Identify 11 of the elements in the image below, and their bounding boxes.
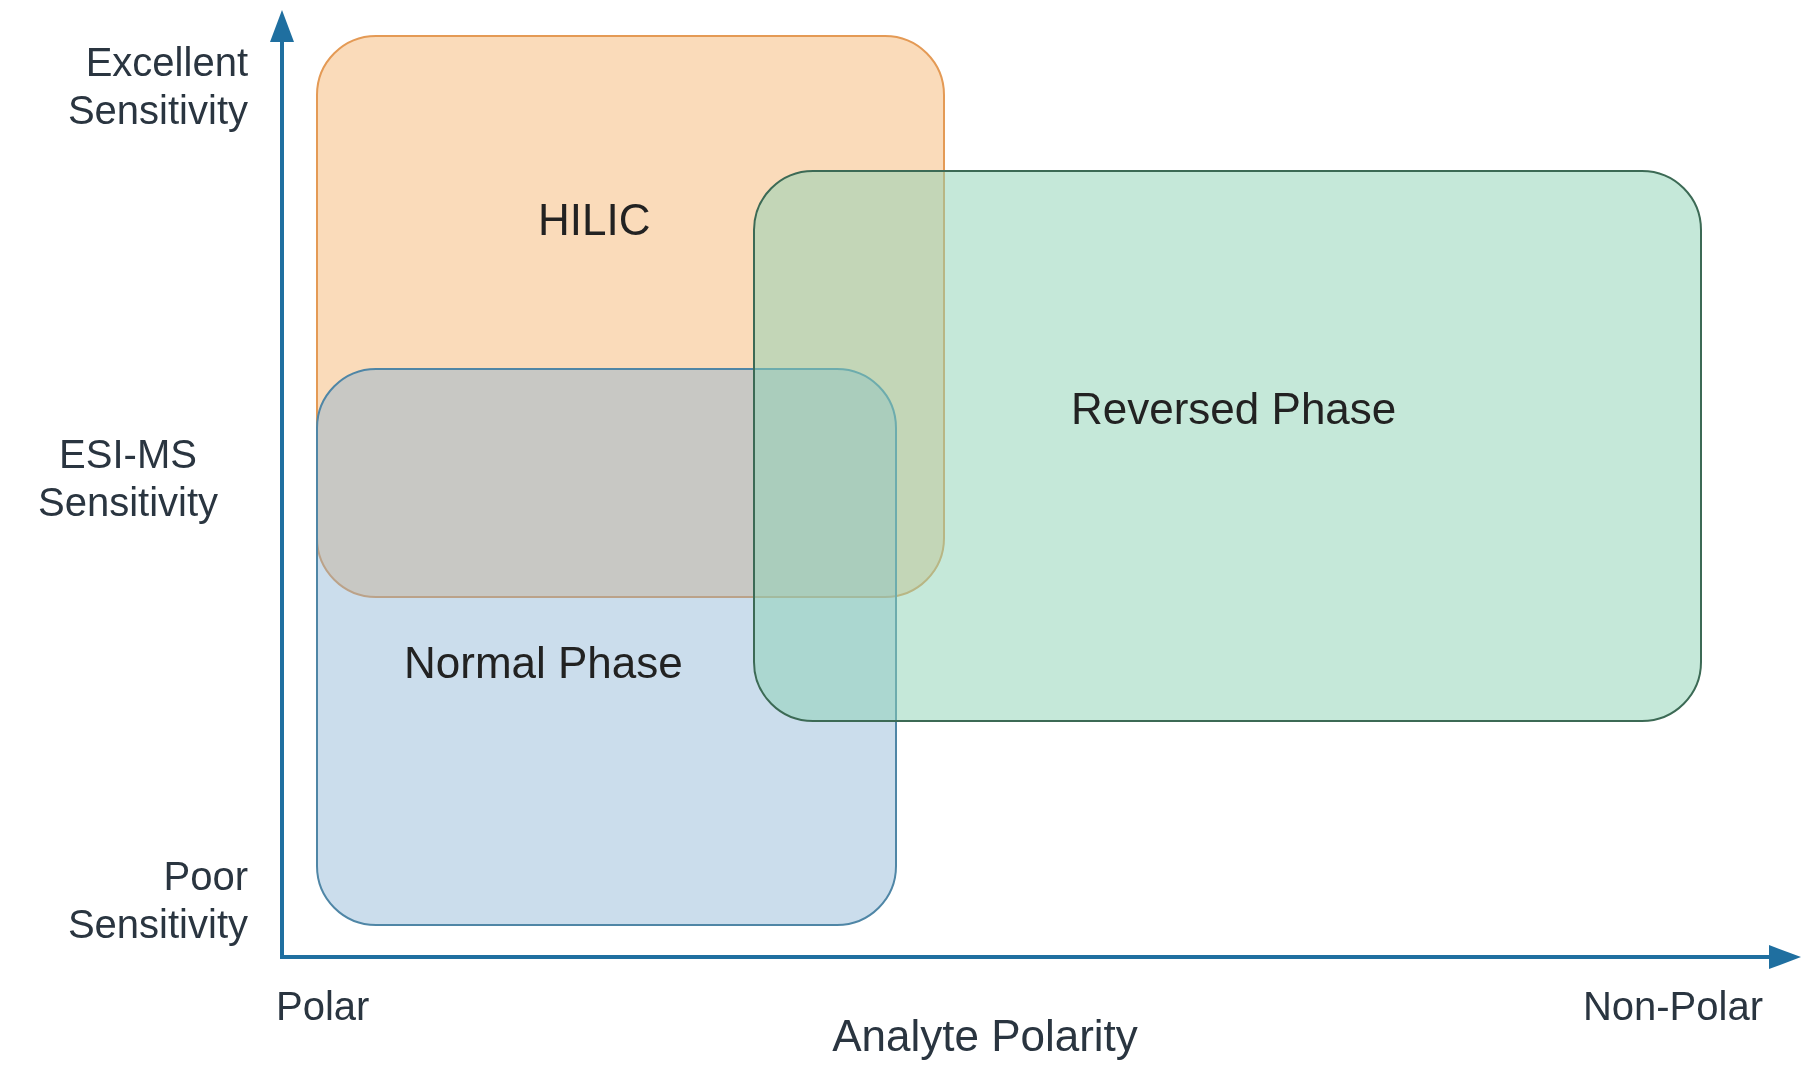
axis-title: Analyte Polarity bbox=[831, 1010, 1139, 1062]
region-label: HILIC bbox=[538, 195, 651, 245]
region-label: Reversed Phase bbox=[1071, 384, 1397, 434]
axis-tick-label: Excellent Sensitivity bbox=[66, 39, 248, 134]
region-label: Normal Phase bbox=[404, 638, 683, 688]
axis-tick-label: Poor Sensitivity bbox=[66, 853, 248, 948]
axis-tick-label: Polar bbox=[276, 983, 370, 1030]
axis-title: ESI-MS Sensitivity bbox=[36, 431, 220, 526]
axis-tick-label: Non-Polar bbox=[1582, 983, 1763, 1030]
reversed-phase-region bbox=[753, 170, 1702, 722]
normal-phase-region bbox=[316, 368, 897, 926]
